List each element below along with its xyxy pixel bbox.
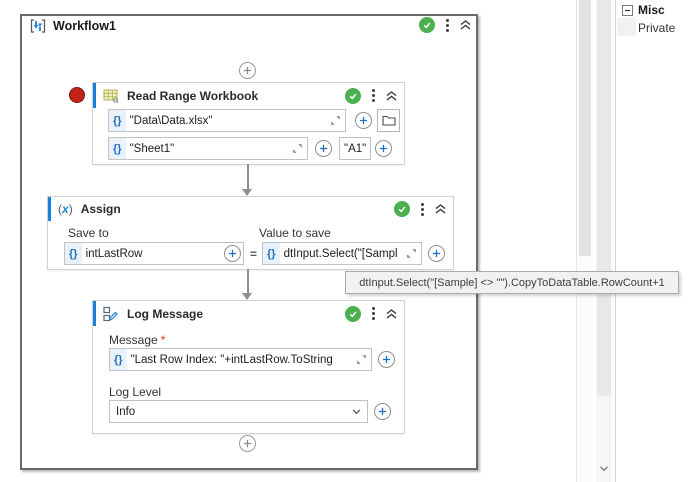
expression-brace-icon: {} [109, 138, 126, 159]
open-expression-editor-icon[interactable] [406, 248, 417, 259]
property-row-gutter [617, 18, 636, 36]
activity-title: Read Range Workbook [127, 88, 259, 103]
equals-sign: = [250, 247, 258, 261]
collapse-icon[interactable] [435, 204, 446, 214]
expression-brace-icon: {} [65, 243, 82, 264]
assign-header[interactable]: (x) Assign [48, 197, 453, 221]
validation-check-icon [345, 305, 361, 322]
open-expression-editor-icon[interactable] [356, 354, 367, 365]
message-plus-button[interactable] [378, 351, 395, 368]
breakpoint-indicator[interactable] [69, 87, 85, 103]
log-message-header[interactable]: Log Message [93, 301, 404, 326]
log-level-value: Info [116, 405, 136, 418]
workflow-menu-button[interactable] [446, 18, 449, 32]
collapse-icon[interactable] [386, 308, 397, 319]
value-to-save-value: dtInput.Select("[Sampl [283, 247, 398, 260]
save-to-plus-button[interactable] [224, 245, 241, 262]
range-field[interactable]: "A1" [339, 137, 371, 160]
properties-group-misc[interactable]: Misc [622, 3, 665, 17]
flow-connector [247, 269, 249, 293]
properties-panel [616, 0, 690, 482]
message-field[interactable]: {} "Last Row Index: "+intLastRow.ToStrin… [109, 348, 372, 371]
activity-assign: (x) Assign Save to Value to save {} intL… [47, 196, 454, 270]
open-expression-editor-icon[interactable] [330, 115, 341, 126]
browse-folder-button[interactable] [377, 109, 400, 132]
required-asterisk: * [160, 333, 166, 347]
collapse-icon[interactable] [386, 90, 397, 101]
activity-accent-bar [93, 83, 96, 108]
value-to-save-label: Value to save [259, 226, 331, 240]
sheet-name-plus-button[interactable] [315, 140, 332, 157]
sequence-icon [30, 18, 46, 34]
value-to-save-plus-button[interactable] [428, 245, 445, 262]
range-plus-button[interactable] [375, 140, 392, 157]
group-label: Misc [638, 3, 665, 17]
panel-separator[interactable] [615, 0, 616, 482]
flow-arrowhead-icon [242, 293, 252, 300]
save-to-label: Save to [68, 226, 109, 240]
value-to-save-field[interactable]: {} dtInput.Select("[Sampl [262, 242, 422, 265]
add-activity-button-top[interactable] [239, 62, 256, 79]
expression-brace-icon: {} [263, 243, 280, 264]
open-expression-editor-icon[interactable] [292, 143, 303, 154]
range-value: "A1" [344, 142, 367, 155]
activity-title: Log Message [127, 306, 204, 321]
expression-brace-icon: {} [109, 110, 126, 131]
scrollbar-down-button[interactable] [596, 460, 612, 478]
log-level-dropdown[interactable]: Info [109, 400, 368, 423]
save-to-value: intLastRow [85, 247, 143, 260]
add-activity-button-bottom[interactable] [239, 435, 256, 452]
chevron-down-icon [352, 408, 361, 415]
assign-icon: (x) [58, 202, 73, 216]
log-level-plus-button[interactable] [374, 403, 391, 420]
activity-title: Assign [80, 202, 121, 216]
workbook-path-value: "Data\Data.xlsx" [129, 114, 213, 127]
flow-arrowhead-icon [242, 189, 252, 196]
activity-menu-button[interactable] [421, 202, 424, 216]
workbook-path-plus-button[interactable] [355, 112, 372, 129]
designer-scrollbar-thumb[interactable] [579, 0, 591, 256]
workbook-icon [103, 89, 119, 103]
sheet-name-value: "Sheet1" [129, 142, 175, 155]
message-value: "Last Row Index: "+intLastRow.ToString [130, 353, 333, 366]
log-level-label: Log Level [109, 385, 162, 399]
designer-right-edge [576, 0, 577, 482]
property-row-private: Private [638, 21, 676, 35]
flow-connector [247, 164, 249, 189]
activity-accent-bar [93, 301, 96, 326]
validation-check-icon [394, 201, 410, 217]
expression-brace-icon: {} [110, 349, 127, 370]
expression-tooltip: dtInput.Select("[Sample] <> "").CopyToDa… [345, 271, 679, 294]
sheet-name-field[interactable]: {} "Sheet1" [108, 137, 308, 160]
validation-check-icon [345, 87, 361, 104]
message-label: Message* [109, 333, 166, 347]
activity-accent-bar [48, 197, 51, 221]
read-range-header[interactable]: Read Range Workbook [93, 83, 404, 108]
activity-read-range-workbook: Read Range Workbook {} "Data\Data.xlsx" … [92, 82, 405, 165]
workbook-path-field[interactable]: {} "Data\Data.xlsx" [108, 109, 346, 132]
log-message-icon [103, 306, 119, 322]
activity-menu-button[interactable] [372, 307, 375, 320]
validation-check-icon [419, 17, 435, 33]
activity-log-message: Log Message Message* {} "Last Row Index:… [92, 300, 405, 434]
workflow-title: Workflow1 [53, 19, 116, 33]
panel-scrollbar-thumb[interactable] [597, 0, 611, 396]
save-to-field[interactable]: {} intLastRow [64, 242, 244, 265]
activity-menu-button[interactable] [372, 89, 375, 102]
collapse-all-icon[interactable] [460, 20, 471, 30]
collapse-group-icon[interactable] [622, 4, 633, 16]
